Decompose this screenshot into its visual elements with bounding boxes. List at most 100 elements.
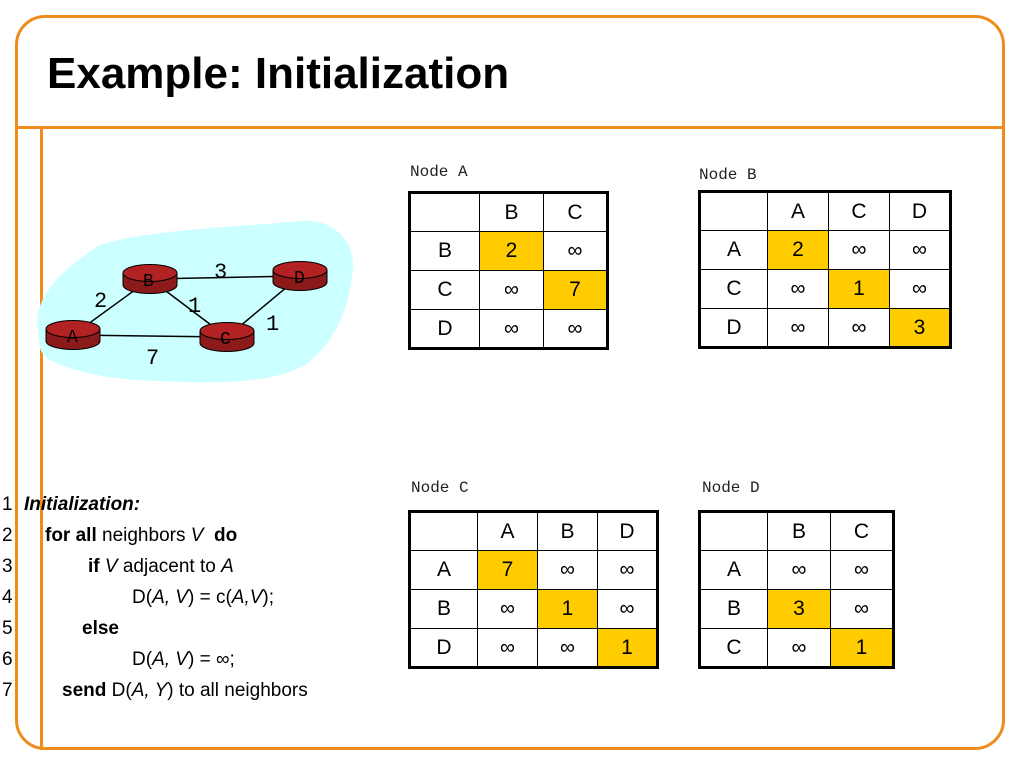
col-header: D <box>597 511 658 551</box>
network-cloud <box>37 220 353 383</box>
distance-table-node-d: B C A ∞ ∞ B 3 ∞ C ∞ 1 <box>698 510 895 669</box>
distance-cell: 7 <box>477 550 538 590</box>
row-header: D <box>699 308 768 348</box>
col-header: B <box>479 192 544 232</box>
row-header: B <box>409 231 480 271</box>
link-cost-a-c: 7 <box>146 346 159 371</box>
distance-cell: ∞ <box>828 230 890 270</box>
row-header: A <box>699 550 768 590</box>
code-text: D(A, V) = c(A,V); <box>132 587 275 608</box>
line-number: 4 <box>2 587 13 608</box>
col-header: C <box>543 192 608 232</box>
code-line-7: 7 send D(A, Y) to all neighbors <box>2 675 412 706</box>
router-c-label: C <box>220 330 231 350</box>
col-header: C <box>830 511 894 551</box>
col-header: A <box>767 191 829 231</box>
table-corner-cell <box>409 192 480 232</box>
row-header: C <box>699 628 768 668</box>
slide-title: Example: Initialization <box>47 49 510 98</box>
code-text: else <box>82 618 119 639</box>
node-b-label: Node B <box>699 166 757 184</box>
distance-cell: ∞ <box>889 269 951 309</box>
router-d: D <box>272 261 328 291</box>
router-d-label: D <box>294 269 305 289</box>
link-cost-a-b: 2 <box>94 289 107 314</box>
code-line-2: 2 for all neighbors V do <box>2 520 412 551</box>
distance-cell: 1 <box>537 589 598 629</box>
code-text: Initialization: <box>24 494 141 515</box>
code-text: for all neighbors V do <box>45 525 238 546</box>
distance-table-node-a: B C B 2 ∞ C ∞ 7 D ∞ ∞ <box>408 191 609 350</box>
row-header: D <box>409 628 478 668</box>
distance-cell: ∞ <box>597 550 658 590</box>
router-a: A <box>45 320 101 350</box>
distance-cell: ∞ <box>828 308 890 348</box>
title-divider <box>15 126 1005 129</box>
distance-table-node-c: A B D A 7 ∞ ∞ B ∞ 1 ∞ D ∞ ∞ 1 <box>408 510 659 669</box>
code-text: D(A, V) = ∞; <box>132 649 235 670</box>
line-number: 7 <box>2 680 13 701</box>
line-number: 2 <box>2 525 13 546</box>
code-line-5: 5 else <box>2 613 412 644</box>
distance-cell: ∞ <box>597 589 658 629</box>
distance-cell: ∞ <box>767 628 831 668</box>
row-header: A <box>409 550 478 590</box>
distance-cell: 2 <box>479 231 544 271</box>
link-cost-b-c: 1 <box>188 294 201 319</box>
router-c: C <box>199 322 255 352</box>
node-c-label: Node C <box>411 479 469 497</box>
left-margin-rule <box>40 126 43 750</box>
distance-cell: ∞ <box>537 550 598 590</box>
code-line-1: 1 Initialization: <box>2 489 412 520</box>
initialization-pseudocode: 1 Initialization: 2 for all neighbors V … <box>2 489 412 706</box>
row-header: A <box>699 230 768 270</box>
col-header: C <box>828 191 890 231</box>
link-cost-c-d: 1 <box>266 312 279 337</box>
col-header: D <box>889 191 951 231</box>
row-header: C <box>409 270 480 310</box>
code-line-3: 3 if V adjacent to A <box>2 551 412 582</box>
distance-cell: 2 <box>767 230 829 270</box>
router-b: B <box>122 264 178 294</box>
distance-cell: ∞ <box>889 230 951 270</box>
distance-cell: 1 <box>830 628 894 668</box>
distance-cell: 3 <box>889 308 951 348</box>
distance-cell: ∞ <box>767 269 829 309</box>
link-cost-b-d: 3 <box>214 260 227 285</box>
distance-cell: ∞ <box>543 309 608 349</box>
router-b-label: B <box>143 272 154 292</box>
network-diagram: 2 3 1 1 7 B D A C <box>37 220 353 383</box>
distance-cell: ∞ <box>477 589 538 629</box>
table-corner-cell <box>699 191 768 231</box>
distance-cell: ∞ <box>767 550 831 590</box>
line-number: 5 <box>2 618 13 639</box>
node-a-label: Node A <box>410 163 468 181</box>
code-line-4: 4 D(A, V) = c(A,V); <box>2 582 412 613</box>
distance-cell: 1 <box>828 269 890 309</box>
router-a-label: A <box>67 328 78 348</box>
distance-cell: ∞ <box>830 589 894 629</box>
line-number: 1 <box>2 494 13 515</box>
code-text: send D(A, Y) to all neighbors <box>62 680 308 701</box>
table-corner-cell <box>699 511 768 551</box>
distance-cell: ∞ <box>479 309 544 349</box>
row-header: D <box>409 309 480 349</box>
line-number: 6 <box>2 649 13 670</box>
col-header: B <box>767 511 831 551</box>
row-header: B <box>699 589 768 629</box>
distance-cell: 7 <box>543 270 608 310</box>
col-header: B <box>537 511 598 551</box>
node-d-label: Node D <box>702 479 760 497</box>
row-header: B <box>409 589 478 629</box>
code-text: if V adjacent to A <box>88 556 234 577</box>
slide-frame <box>15 15 1005 750</box>
code-line-6: 6 D(A, V) = ∞; <box>2 644 412 675</box>
distance-cell: ∞ <box>537 628 598 668</box>
line-number: 3 <box>2 556 13 577</box>
table-corner-cell <box>409 511 478 551</box>
row-header: C <box>699 269 768 309</box>
distance-cell: ∞ <box>830 550 894 590</box>
distance-table-node-b: A C D A 2 ∞ ∞ C ∞ 1 ∞ D ∞ ∞ 3 <box>698 190 952 349</box>
distance-cell: ∞ <box>477 628 538 668</box>
col-header: A <box>477 511 538 551</box>
